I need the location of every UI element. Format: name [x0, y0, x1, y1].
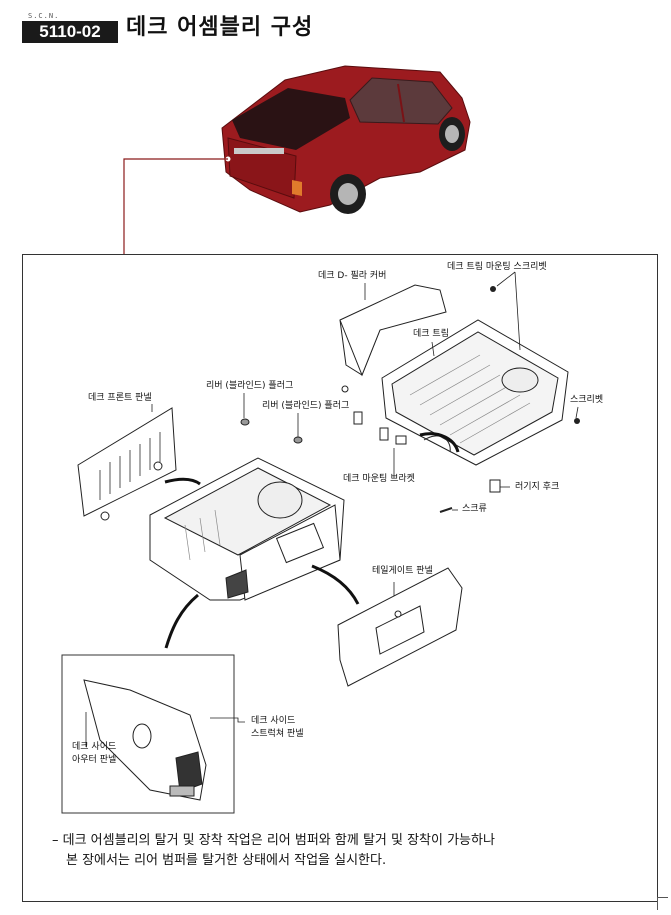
label-deck-d-pillar-cover: 데크 D- 필라 커버 [318, 271, 387, 281]
rivet-icon [341, 385, 349, 393]
label-deck-trim: 데크 트림 [413, 329, 449, 339]
deck-body-part [149, 457, 345, 601]
page-corner-mark [657, 897, 668, 910]
label-lever-blind-plug-1: 리버 (블라인드) 플러그 [206, 381, 294, 391]
deck-trim-part [381, 319, 569, 466]
diagram-frame [22, 254, 658, 902]
label-tailgate-panel: 테일게이트 판넬 [372, 566, 433, 576]
section-code-block: S.C.N. 5110-02 [22, 12, 118, 43]
tailgate-panel-part [337, 567, 463, 687]
leader-line [123, 158, 228, 254]
label-leader-lines [85, 271, 579, 747]
plug-icon [153, 461, 163, 471]
label-lever-blind-plug-2: 리버 (블라인드) 플러그 [262, 401, 350, 411]
vehicle-image [221, 65, 471, 214]
rivet-icon [490, 286, 496, 292]
note-line-1: – 데크 어셈블리의 탈거 및 장착 작업은 리어 범퍼와 함께 탈거 및 장착… [52, 833, 495, 848]
label-side-structure-panel-line1: 데크 사이드 [251, 716, 296, 726]
label-side-structure-panel-line2: 스트럭쳐 판넬 [251, 729, 304, 739]
page-title: 데크 어셈블리 구성 [126, 15, 314, 40]
label-deck-trim-mounting-bracket: 데크 트림 마운팅 스크리벳 [447, 262, 547, 272]
plug-icon [100, 511, 110, 521]
section-code-caption: S.C.N. [28, 12, 60, 20]
label-side-outer-panel-line2: 아우터 판넬 [72, 755, 117, 765]
screw-part [439, 507, 453, 513]
deck-front-panel-part [77, 407, 177, 517]
deck-d-pillar-cover-part [339, 284, 447, 377]
deck-side-outer-panel-part [83, 679, 207, 801]
label-screw: 스크류 [462, 504, 487, 514]
rivet-icon [574, 418, 580, 424]
note-line-2: 본 장에서는 리어 범퍼를 탈거한 상태에서 작업을 실시한다. [66, 853, 387, 868]
label-side-outer-panel-line1: 데크 사이드 [72, 742, 117, 752]
plug-icon [240, 418, 250, 426]
label-luggage-hook: 러기지 후크 [515, 482, 560, 492]
luggage-hook-part [489, 479, 501, 493]
label-screw-rivet: 스크리벳 [570, 395, 604, 405]
section-code: 5110-02 [22, 21, 118, 43]
label-deck-mounting-bracket: 데크 마운팅 브라켓 [343, 474, 415, 484]
label-deck-front-panel: 데크 프론트 판넬 [88, 393, 152, 403]
assembly-arrows [164, 432, 460, 649]
